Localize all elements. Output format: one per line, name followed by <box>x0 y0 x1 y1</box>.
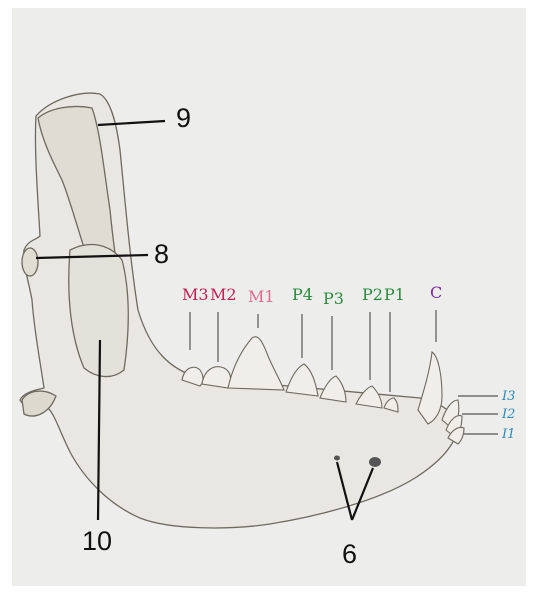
label-p2: P2 <box>362 285 383 304</box>
label-p4: P4 <box>292 285 313 304</box>
foramen-large <box>369 457 381 467</box>
label-m1: M1 <box>248 287 275 306</box>
label-m3: M3 <box>182 285 209 304</box>
label-m2: M2 <box>210 285 237 304</box>
callout-8: 8 <box>154 239 169 269</box>
foramen-small <box>334 456 340 461</box>
callout-10: 10 <box>82 526 112 556</box>
condyle <box>22 248 38 276</box>
callout-6: 6 <box>342 539 357 569</box>
label-p1: P1 <box>384 285 405 304</box>
label-i2: I2 <box>501 407 515 422</box>
label-c: C <box>430 283 442 302</box>
callout-9: 9 <box>176 103 191 133</box>
label-p3: P3 <box>323 289 344 308</box>
label-i1: I1 <box>501 427 515 442</box>
label-i3: I3 <box>501 389 515 404</box>
